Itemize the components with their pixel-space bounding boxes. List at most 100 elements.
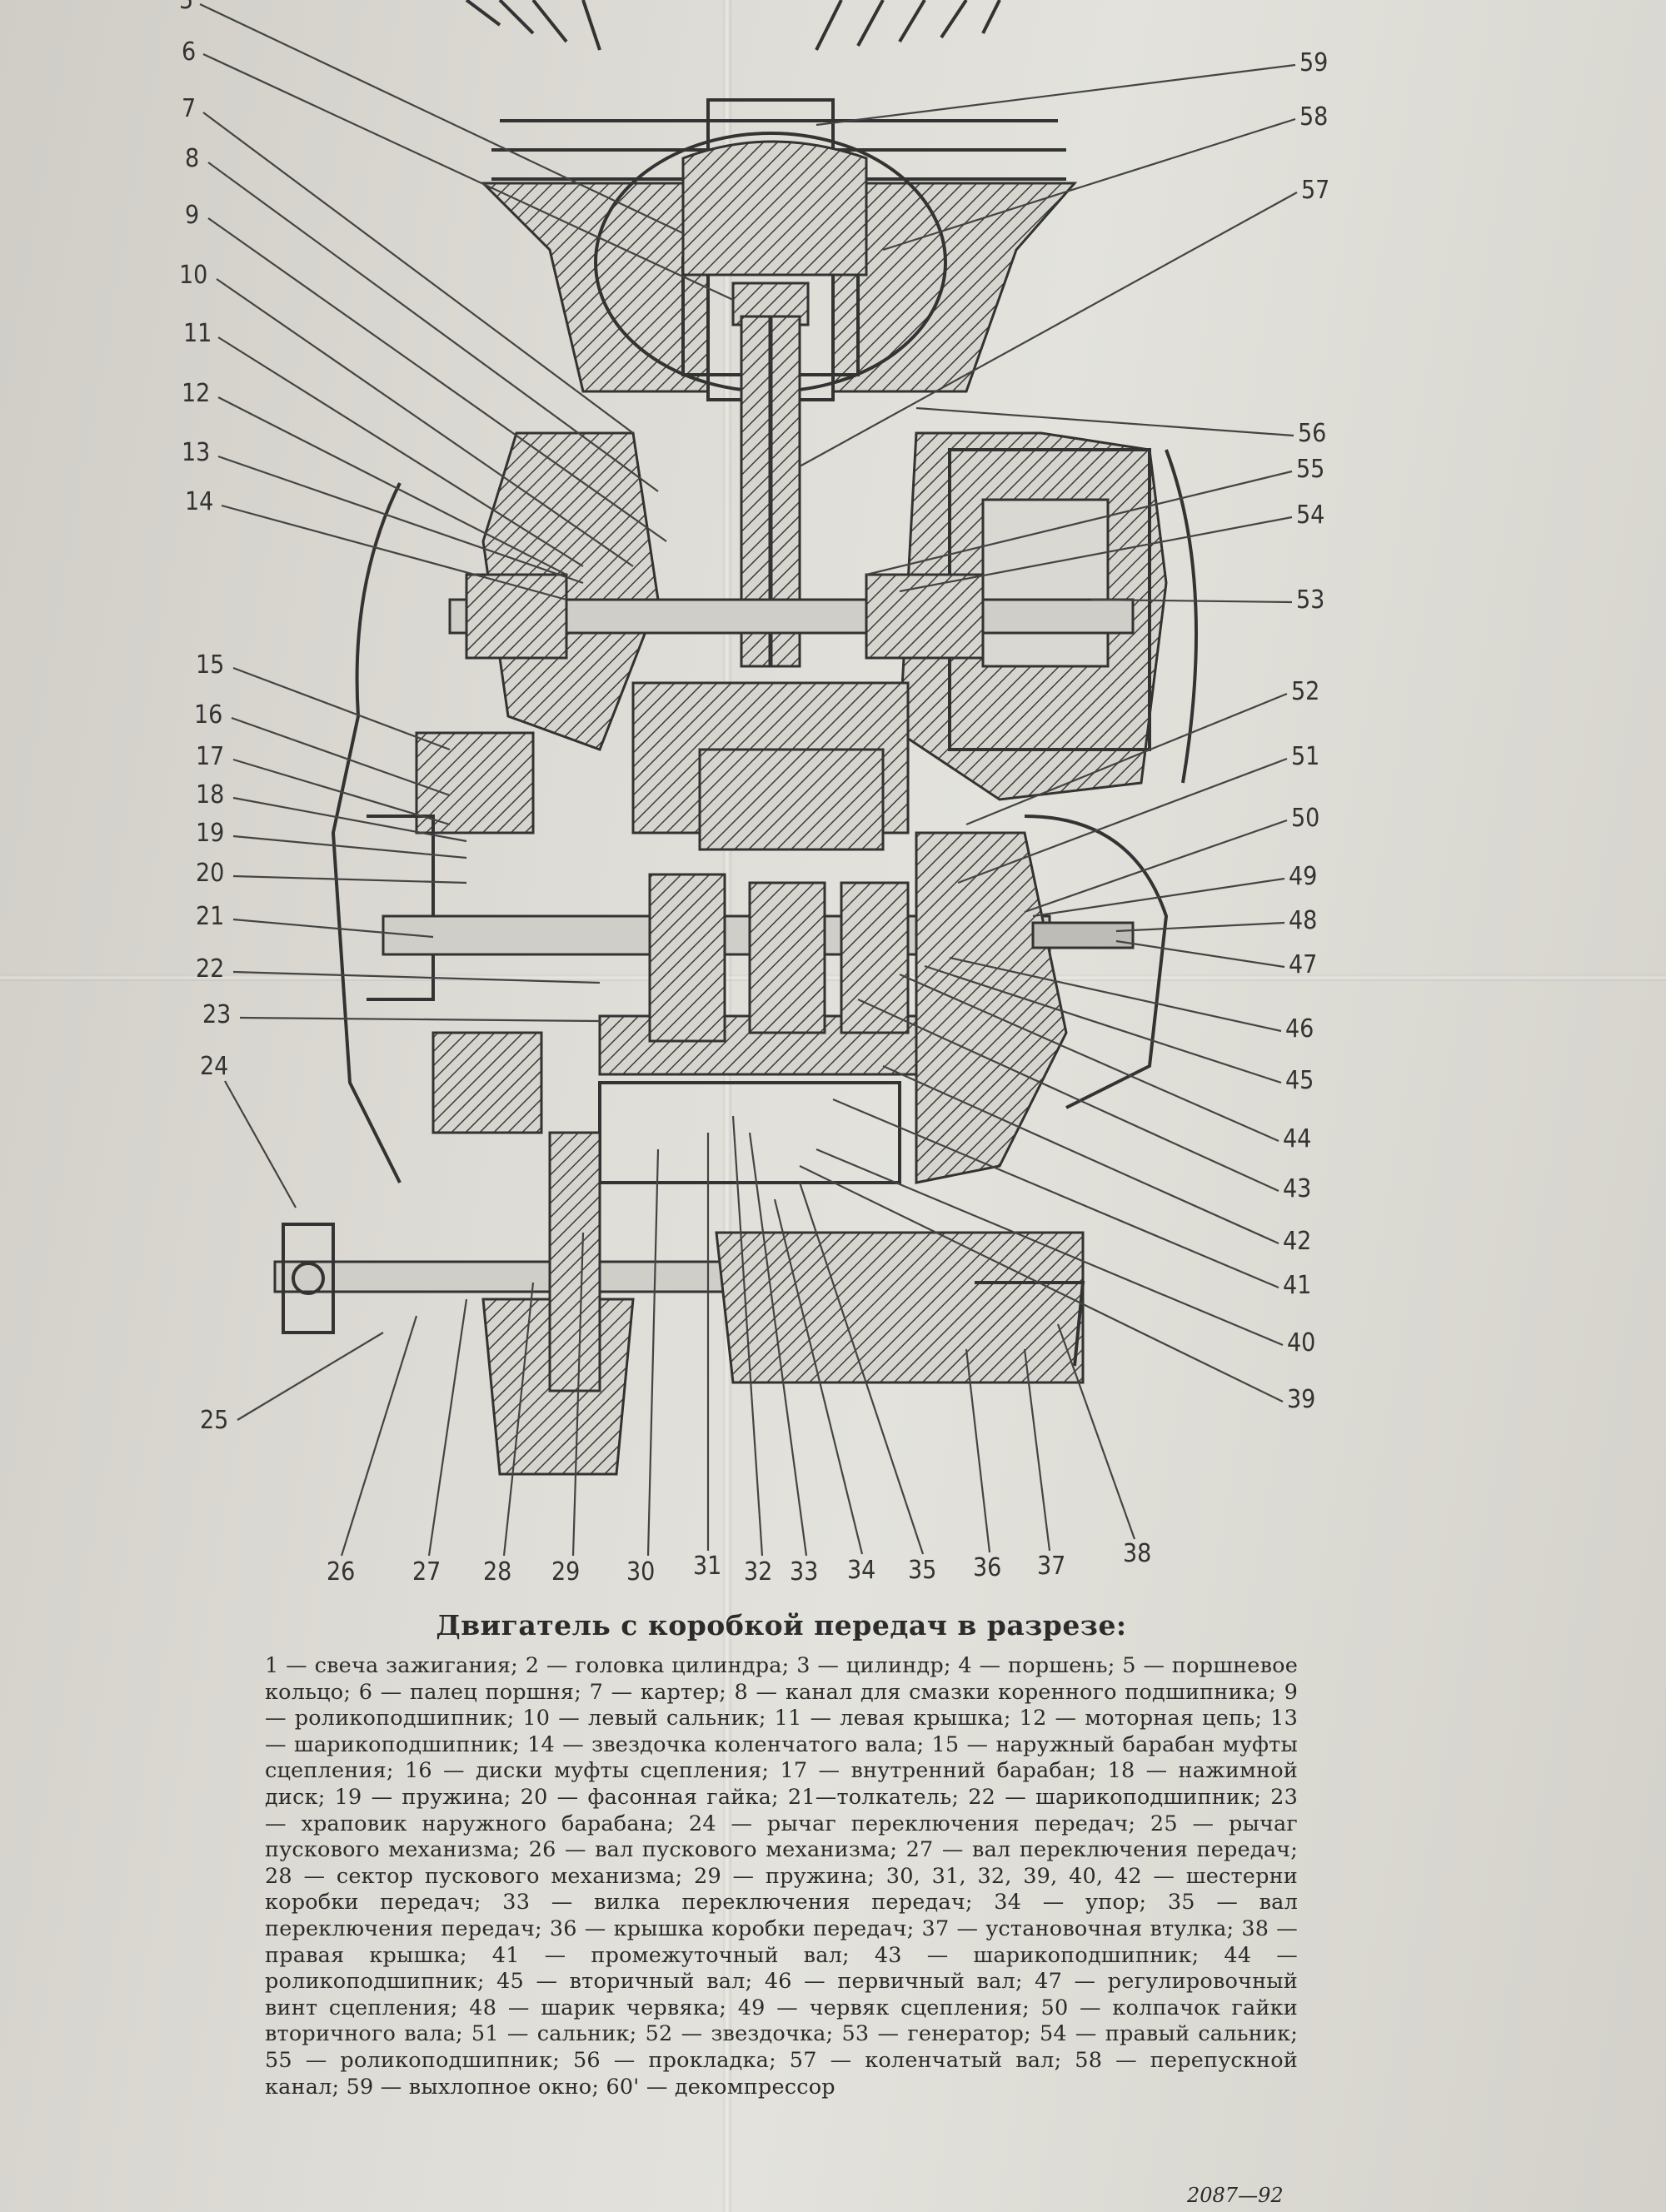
callout-40: 40 xyxy=(1287,1328,1315,1358)
callout-43: 43 xyxy=(1283,1174,1311,1203)
leader-line-13 xyxy=(217,455,584,585)
callout-37: 37 xyxy=(1037,1552,1065,1581)
callout-58: 58 xyxy=(1299,102,1328,132)
cylinder xyxy=(480,98,1078,401)
fold-crease-horizontal xyxy=(0,974,1666,981)
leader-line-18 xyxy=(232,796,467,843)
callout-48: 48 xyxy=(1289,906,1317,935)
leader-line-53 xyxy=(1090,598,1293,604)
leader-line-58 xyxy=(882,117,1296,252)
callout-49: 49 xyxy=(1289,862,1317,891)
leader-line-54 xyxy=(899,516,1293,593)
leader-line-5 xyxy=(199,3,684,234)
callout-11: 11 xyxy=(183,319,212,348)
callout-24: 24 xyxy=(200,1052,228,1081)
callout-7: 7 xyxy=(182,94,196,123)
leader-line-34 xyxy=(773,1198,864,1555)
leader-line-39 xyxy=(799,1165,1284,1402)
leader-line-7 xyxy=(202,112,634,434)
callout-15: 15 xyxy=(196,650,224,680)
callout-25: 25 xyxy=(200,1406,228,1435)
callout-12: 12 xyxy=(182,379,210,408)
callout-27: 27 xyxy=(412,1557,441,1587)
leader-line-15 xyxy=(232,666,451,751)
callout-20: 20 xyxy=(196,859,224,888)
leader-line-21 xyxy=(232,918,434,939)
callout-5: 5 xyxy=(179,0,193,15)
callout-39: 39 xyxy=(1287,1385,1315,1414)
leader-line-32 xyxy=(731,1115,764,1557)
crankcase xyxy=(481,431,1198,851)
callout-9: 9 xyxy=(185,201,199,230)
callout-17: 17 xyxy=(196,742,224,771)
callout-57: 57 xyxy=(1301,176,1329,205)
callout-34: 34 xyxy=(847,1556,875,1585)
callout-42: 42 xyxy=(1283,1227,1311,1256)
leader-line-57 xyxy=(799,192,1298,467)
leader-line-56 xyxy=(915,406,1294,437)
leader-line-26 xyxy=(340,1315,418,1557)
callout-21: 21 xyxy=(196,902,224,931)
callout-52: 52 xyxy=(1291,677,1319,706)
leader-line-46 xyxy=(949,956,1282,1033)
callout-30: 30 xyxy=(626,1557,655,1587)
callout-53: 53 xyxy=(1296,585,1324,615)
caption-legend-text: 1 — свеча зажигания; 2 — головка цилиндр… xyxy=(265,1653,1298,2100)
leader-line-51 xyxy=(957,757,1288,884)
leader-line-9 xyxy=(207,217,667,542)
document-number: 2087—92 xyxy=(1187,2184,1284,2207)
callout-50: 50 xyxy=(1291,804,1319,833)
callout-46: 46 xyxy=(1285,1014,1314,1044)
callout-36: 36 xyxy=(973,1553,1001,1582)
callout-31: 31 xyxy=(693,1552,721,1581)
leader-line-11 xyxy=(217,336,584,567)
callout-47: 47 xyxy=(1289,950,1317,979)
leader-line-33 xyxy=(748,1132,808,1557)
leader-line-52 xyxy=(965,692,1288,826)
leader-line-22 xyxy=(232,970,601,984)
leader-line-40 xyxy=(816,1148,1284,1347)
leader-line-24 xyxy=(224,1080,297,1208)
callout-44: 44 xyxy=(1283,1124,1311,1153)
callout-16: 16 xyxy=(194,700,222,730)
leader-line-27 xyxy=(427,1298,468,1557)
leader-line-59 xyxy=(816,63,1296,127)
leader-line-12 xyxy=(217,396,567,575)
crankshaft xyxy=(448,573,1135,660)
leader-line-37 xyxy=(1023,1348,1051,1552)
callout-23: 23 xyxy=(202,1000,231,1029)
callouts-right: 59 58 57 56 55 54 53 52 51 50 49 48 47 4… xyxy=(799,48,1329,1414)
leader-line-35 xyxy=(798,1182,925,1555)
leader-line-48 xyxy=(1115,921,1285,933)
callout-26: 26 xyxy=(327,1557,355,1587)
leader-line-44 xyxy=(899,973,1279,1143)
leader-line-19 xyxy=(232,834,467,859)
leader-line-47 xyxy=(1115,939,1285,969)
callout-32: 32 xyxy=(744,1557,772,1587)
leader-line-38 xyxy=(1056,1323,1136,1540)
leader-line-41 xyxy=(832,1098,1279,1289)
leader-line-10 xyxy=(216,278,634,567)
leader-line-43 xyxy=(857,998,1279,1193)
leader-line-6 xyxy=(202,53,734,301)
callout-13: 13 xyxy=(182,438,210,467)
leader-line-28 xyxy=(502,1282,535,1557)
fold-crease-vertical xyxy=(723,0,731,2212)
callouts-bottom: 26 27 28 29 30 31 32 33 34 35 36 37 38 xyxy=(327,1115,1151,1587)
callout-41: 41 xyxy=(1283,1271,1311,1300)
callout-33: 33 xyxy=(790,1557,818,1587)
leader-line-20 xyxy=(232,874,467,884)
leader-line-17 xyxy=(232,758,451,826)
leader-line-23 xyxy=(239,1016,601,1023)
caption-title: Двигатель с коробкой передач в разрезе: xyxy=(436,1609,1127,1642)
callout-22: 22 xyxy=(196,954,224,984)
leader-line-25 xyxy=(237,1332,384,1421)
callout-18: 18 xyxy=(196,780,224,810)
leader-line-29 xyxy=(571,1232,585,1557)
callout-55: 55 xyxy=(1296,455,1324,484)
callout-35: 35 xyxy=(908,1556,936,1585)
callout-59: 59 xyxy=(1299,48,1328,77)
callout-54: 54 xyxy=(1296,501,1324,530)
leader-line-8 xyxy=(207,162,659,492)
kickstart-shaft xyxy=(273,1131,1085,1476)
